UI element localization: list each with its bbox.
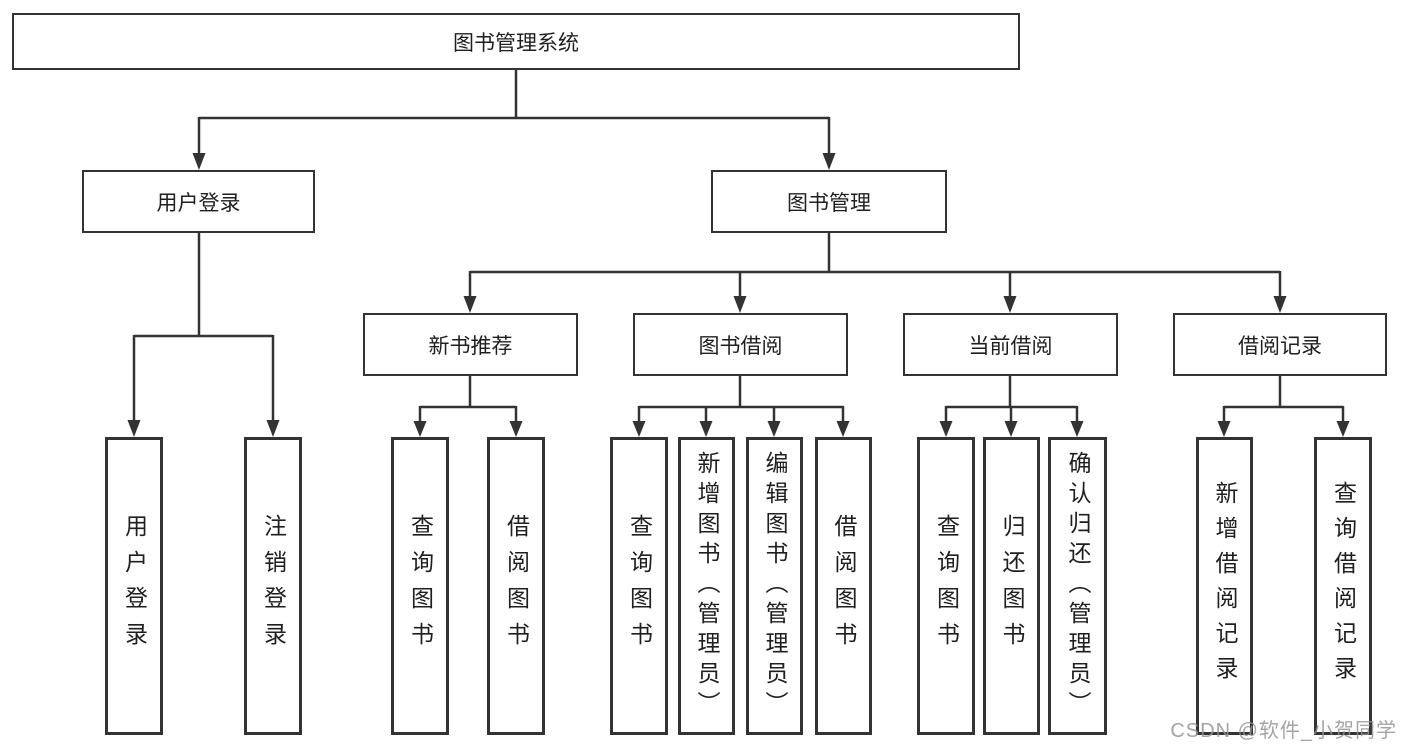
node-label: 查询图书 (407, 514, 434, 658)
node-label: 借阅记录 (1238, 334, 1322, 358)
node-label: 新增借阅记录 (1212, 481, 1238, 691)
node-leaf-logout: 注销登录 (244, 437, 302, 735)
node-leaf-confirm-return-admin: 确认归还（管理员） (1048, 437, 1107, 735)
node-leaf-edit-books-admin: 编辑图书（管理员） (746, 437, 803, 735)
node-label: 图书管理 (787, 191, 871, 215)
node-leaf-add-books-admin: 新增图书（管理员） (678, 437, 735, 735)
node-label: 归还图书 (999, 514, 1025, 658)
node-label: 借阅图书 (503, 514, 530, 658)
node-label: 注销登录 (260, 514, 287, 658)
node-label: 图书管理系统 (453, 31, 579, 55)
node-label: 查询图书 (626, 514, 653, 658)
node-user-login: 用户登录 (82, 170, 315, 233)
node-label: 用户登录 (121, 514, 148, 658)
node-leaf-query-borrow-record: 查询借阅记录 (1314, 437, 1372, 735)
node-label: 当前借阅 (968, 334, 1053, 358)
node-label: 用户登录 (156, 191, 241, 215)
csdn-watermark: CSDN @软件_小贺同学 (1170, 720, 1397, 742)
node-book-borrow: 图书借阅 (633, 313, 848, 376)
node-leaf-query-books-current: 查询图书 (917, 437, 975, 735)
node-borrow-records: 借阅记录 (1173, 313, 1387, 376)
node-label: 借阅图书 (831, 514, 857, 658)
node-label: 查询图书 (933, 514, 960, 658)
node-leaf-borrow-books: 借阅图书 (815, 437, 872, 735)
node-leaf-query-books-recommend: 查询图书 (391, 437, 449, 735)
node-leaf-user-login: 用户登录 (105, 437, 163, 735)
node-label: 新增图书（管理员） (694, 451, 720, 721)
node-label: 图书借阅 (698, 334, 783, 358)
node-label: 新书推荐 (428, 334, 513, 358)
node-root-library-system: 图书管理系统 (12, 13, 1020, 70)
node-label: 确认归还（管理员） (1065, 451, 1091, 721)
node-label: 查询借阅记录 (1330, 481, 1357, 691)
node-book-management: 图书管理 (711, 170, 947, 233)
node-leaf-borrow-books-recommend: 借阅图书 (487, 437, 545, 735)
node-new-book-recommend: 新书推荐 (363, 313, 578, 376)
node-leaf-query-books: 查询图书 (610, 437, 668, 735)
node-current-borrow: 当前借阅 (903, 313, 1118, 376)
node-label: 编辑图书（管理员） (762, 451, 788, 721)
node-leaf-return-books: 归还图书 (983, 437, 1040, 735)
node-leaf-add-borrow-record: 新增借阅记录 (1196, 437, 1253, 735)
